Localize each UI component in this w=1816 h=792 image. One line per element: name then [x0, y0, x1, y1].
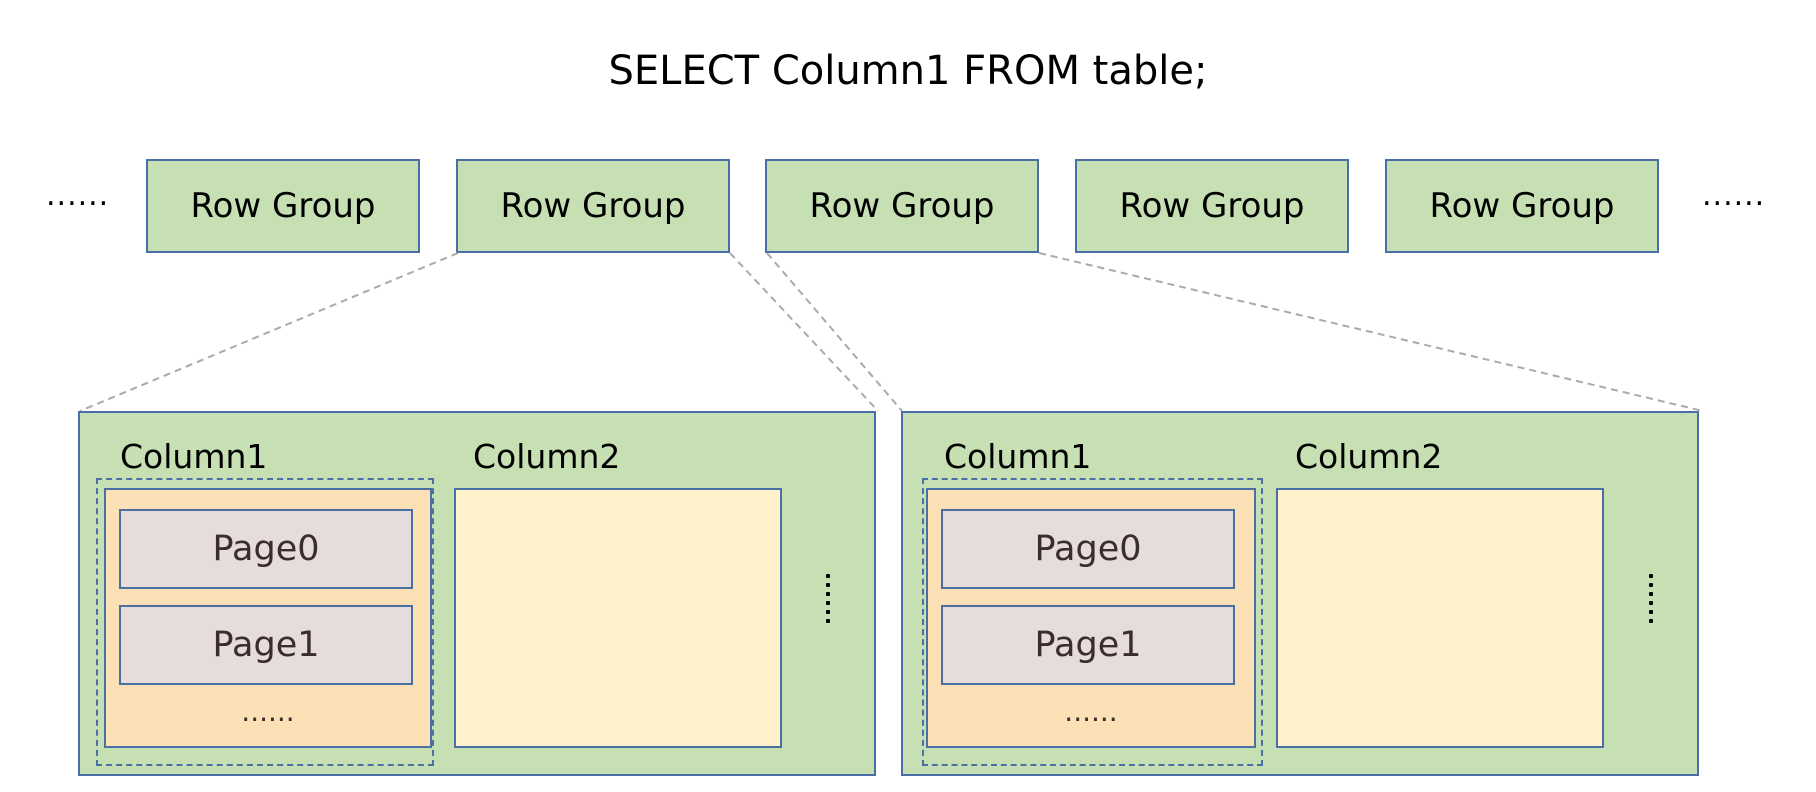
connector-right-a: [766, 252, 903, 412]
ellipsis-right: ......: [1702, 178, 1766, 213]
page0-block: Page0: [119, 509, 413, 589]
column2-chunk: [1276, 488, 1604, 748]
pages-ellipsis: ......: [241, 695, 295, 728]
row-group-detail-1: Column1 Column2 Page0 Page1 ......: [78, 411, 876, 776]
connector-left-a: [79, 252, 459, 412]
ellipsis-left: ......: [46, 178, 110, 213]
row-group-2: Row Group: [456, 159, 730, 253]
row-group-1: Row Group: [146, 159, 420, 253]
connector-right-b: [1038, 252, 1704, 412]
row-group-detail-2: Column1 Column2 Page0 Page1 ......: [901, 411, 1699, 776]
column1-chunk: Page0 Page1 ......: [104, 488, 432, 748]
selected-column-highlight: [922, 478, 1263, 766]
row-group-5: Row Group: [1385, 159, 1659, 253]
row-group-3: Row Group: [765, 159, 1039, 253]
selected-column-highlight: [96, 478, 434, 766]
page1-block: Page1: [941, 605, 1235, 685]
column1-chunk: Page0 Page1 ......: [926, 488, 1256, 748]
pages-ellipsis: ......: [1064, 695, 1118, 728]
column2-label: Column2: [473, 437, 621, 476]
column2-chunk: [454, 488, 782, 748]
row-group-4: Row Group: [1075, 159, 1349, 253]
page1-block: Page1: [119, 605, 413, 685]
column1-label: Column1: [944, 437, 1092, 476]
query-title: SELECT Column1 FROM table;: [608, 48, 1208, 94]
connector-left-b: [729, 252, 879, 412]
page0-block: Page0: [941, 509, 1235, 589]
column1-label: Column1: [120, 437, 268, 476]
more-columns-dots: [1649, 574, 1655, 628]
column2-label: Column2: [1295, 437, 1443, 476]
more-columns-dots: [826, 574, 832, 628]
